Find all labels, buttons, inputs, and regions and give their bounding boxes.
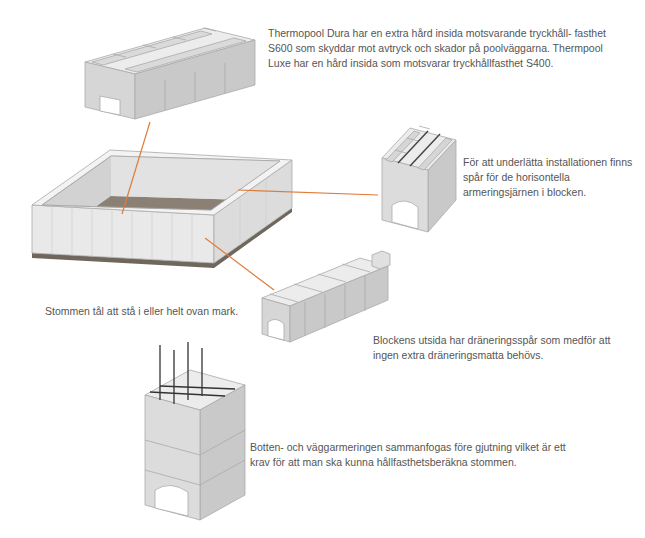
leader-line [122, 122, 378, 290]
pool-illustration [32, 150, 292, 268]
annotation-text: Blockens utsida har dräneringsspår som m… [373, 333, 638, 363]
annotation-text: Stommen tål att stå i eller helt ovan ma… [45, 304, 345, 319]
block-illustration [85, 28, 255, 119]
annotation-text: Botten- och väggarmeringen sammanfogas f… [250, 440, 580, 470]
annotation-text: För att underlätta installationen finns … [463, 155, 638, 201]
block-illustration [262, 251, 390, 342]
block-illustration [145, 342, 245, 520]
annotation-text: Thermopool Dura har en extra hård insida… [268, 26, 618, 72]
block-illustration [382, 126, 456, 232]
